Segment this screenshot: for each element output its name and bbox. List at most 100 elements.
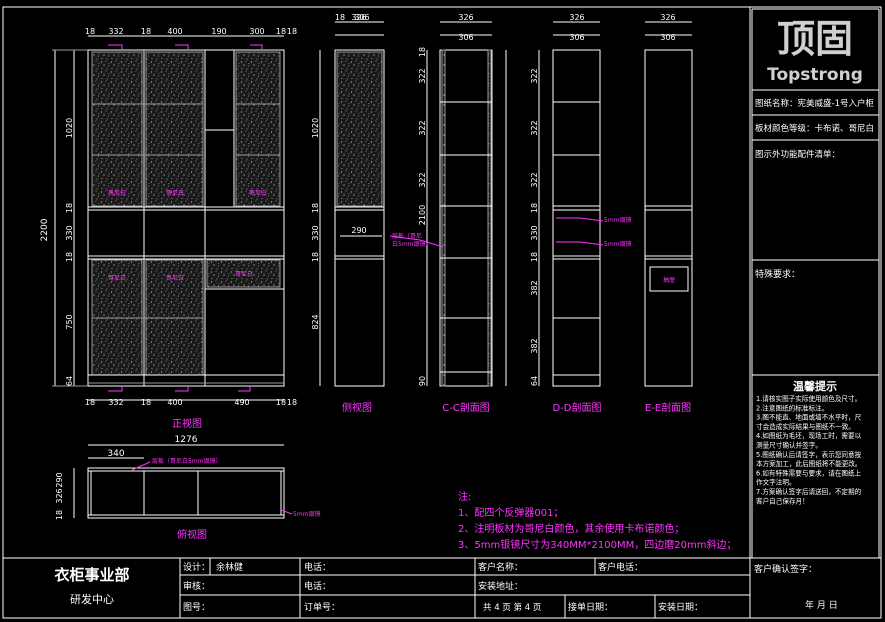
dd-left-dim: 322 [530,120,539,135]
drawing-name: 图纸名称：宪美威盛-1号入户柜 [755,98,874,109]
front-bottom-dim: 400 [167,398,182,407]
side-left-dim: 1020 [311,118,320,138]
tip-line: 5.图纸确认后请签字，表示您同意按 [756,450,862,459]
front-left-dim: 64 [65,376,74,386]
side-top-dim: 326 [351,13,366,22]
notes-title: 注: [458,490,471,503]
front-left-dim: 750 [65,314,74,329]
front-material-tag: 哥尼白 [235,270,253,278]
dd-top-dim: 306 [569,33,584,42]
install-date-label: 安装日期： [658,601,703,613]
top-view [73,444,293,519]
reviewer-label: 审核： [183,580,210,592]
ee-caption: E-E剖面图 [645,401,691,414]
cc-left-dim: 322 [418,68,427,83]
cc-note-2: 白5mm银镜) [392,240,428,248]
cc-caption: C-C剖面图 [442,401,490,414]
parts-list: 图示外功能配件清单： [755,149,840,160]
note-line-3: 3、5mm银镜尺寸为340MM*2100MM，四边磨20mm斜边； [458,538,736,551]
dd-top-dims: 326 306 [569,13,584,42]
special-requirements: 特殊要求： [755,268,800,280]
dd-left-dim: 322 [530,68,539,83]
front-bottom-dim: 18 [276,398,286,407]
cc-top-dim: 326 [458,13,473,22]
tip-line: 客户自己保存月！ [756,496,809,505]
section-ee [644,21,693,387]
side-left-dim: 330 [311,225,320,240]
side-top-dim: 306 [354,13,369,22]
front-top-dim: 332 [108,27,123,36]
order-no-label: 订单号： [304,601,340,613]
front-view [52,35,285,401]
customer-name-label: 客户名称： [478,561,523,573]
front-top-dim: 18 [276,27,286,36]
front-bottom-dim: 490 [234,398,249,407]
tip-line: 6.如有特殊需要与要求，请在图纸上 [756,468,862,477]
tip-line: 2.注意图纸的标准标注。 [756,403,828,412]
dd-left-dim: 382 [530,338,539,353]
top-width-dim: 1276 [175,435,198,445]
cc-note-1: 层板（哥尼 [392,232,422,240]
top-sub-dim: 340 [107,449,124,459]
sheet-count: 共 4 页 第 4 页 [483,602,541,613]
front-view-caption: 正视图 [172,417,202,430]
section-cc [389,21,507,387]
front-top-dim: 18 [287,27,297,36]
top-view-caption: 俯视图 [177,528,207,541]
front-left-dim: 1020 [65,118,74,138]
designer-label: 设计： [183,561,210,573]
ee-drawer-tag: 抽屉 [663,276,675,284]
brand-logo-cn: 顶固 [777,17,853,61]
order-date-label: 接单日期： [568,601,613,613]
board-colors: 板材颜色等级：卡布诺、哥尼白 [755,123,874,134]
cc-left-dim: 322 [418,172,427,187]
tip-line: 测量尺寸确认并签字。 [756,441,822,450]
cc-top-dim: 306 [458,33,473,42]
front-material-tag: 哥尼白 [108,274,126,282]
front-left-dim: 330 [65,225,74,240]
tip-line: 本方案加工，此后图纸将不能更改。 [756,459,862,468]
dd-note-1: 5mm银镜 [604,216,632,224]
dd-left-dim: 18 [530,252,539,262]
front-top-dim: 18 [141,27,151,36]
cc-left-dim: 18 [418,47,427,57]
front-left-dim: 18 [65,252,74,262]
side-left-dim: 824 [311,314,320,329]
dd-note-2: 5mm银镜 [604,240,632,248]
note-line-1: 1、配四个反弹器001； [458,506,563,519]
top-left-dim: 18 [55,510,64,520]
front-left-dim: 18 [65,203,74,213]
phone-label: 电话： [304,561,331,573]
front-bottom-dim: 18 [287,398,297,407]
front-top-dim: 18 [85,27,95,36]
tip-line: 1.请核实图子实际使用颜色及尺寸。 [756,394,861,403]
title-block [3,557,881,618]
front-material-tag: 哥尼白 [166,189,184,197]
install-address-label: 安装地址： [478,580,523,592]
sign-date: 年 月 日 [805,599,838,611]
dd-top-dim: 326 [569,13,584,22]
cc-left-dim: 90 [418,376,427,386]
front-bottom-dim: 18 [85,398,95,407]
ee-top-dim: 326 [660,13,675,22]
front-top-dim: 300 [249,27,264,36]
dd-left-dim: 330 [530,225,539,240]
ee-top-dim: 306 [660,33,675,42]
tips-title: 温馨提示 [793,379,837,393]
phone2-label: 电话： [304,580,331,592]
dd-left-dim: 64 [530,376,539,386]
side-top-dims: 326 18 306 [335,13,370,22]
tip-line: 作文字注明。 [756,478,796,487]
dd-left-dim: 322 [530,172,539,187]
tip-line: 7.方案确认签字后请送回，不定期的 [756,487,862,496]
cc-top-dims: 326 306 [458,13,473,42]
front-total: 2200 [40,218,50,241]
side-top-dim: 18 [335,13,345,22]
top-note: 层板（哥尼白5mm银镜） [152,457,222,465]
